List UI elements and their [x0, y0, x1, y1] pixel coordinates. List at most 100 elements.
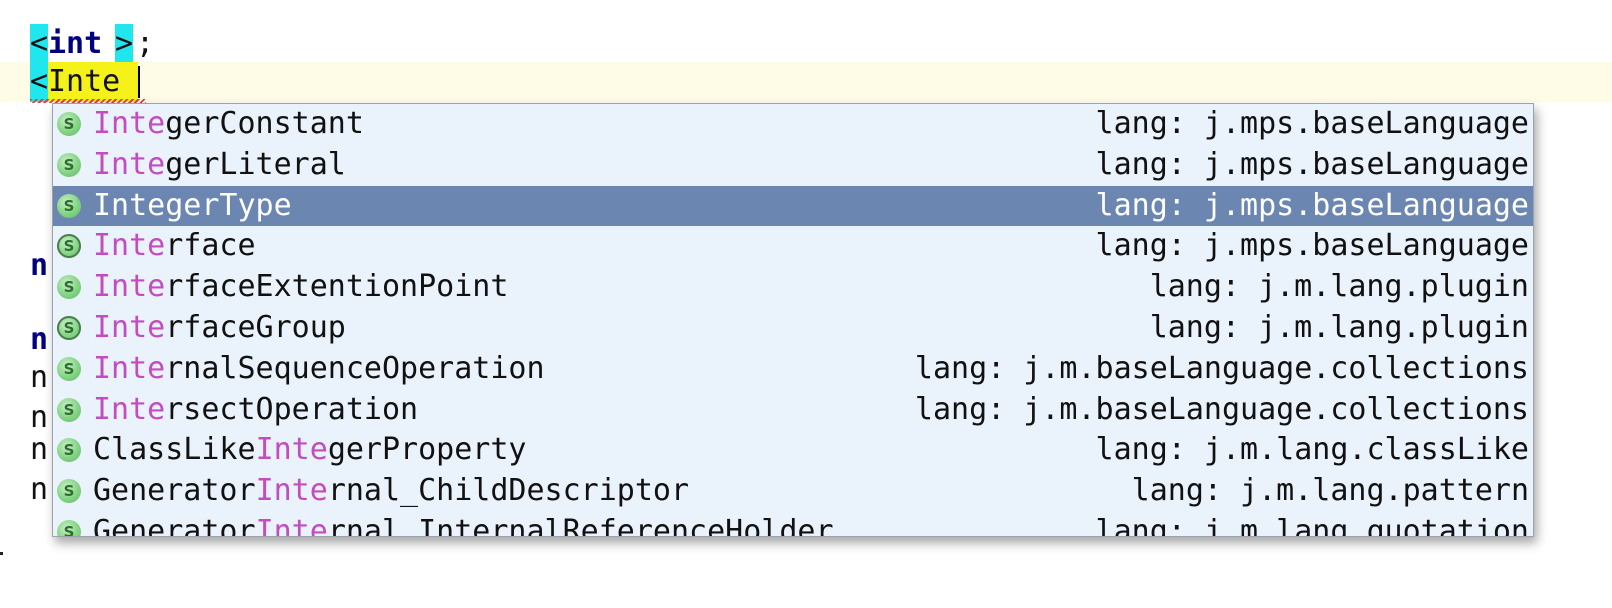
- name-match: Inte: [255, 513, 328, 537]
- language-name: j.mps.baseLanguage: [1203, 187, 1529, 223]
- language-prefix: lang:: [914, 391, 1024, 427]
- completion-item-name: InternalSequenceOperation: [93, 349, 545, 390]
- name-match: Inte: [93, 309, 166, 345]
- concept-icon: S: [57, 479, 81, 504]
- hidden-code-char: n: [30, 360, 49, 395]
- name-match: Inte: [93, 106, 166, 141]
- open-angle-bracket: <: [30, 62, 49, 102]
- name-match: Inte: [93, 187, 166, 223]
- name-match: Inte: [255, 473, 328, 509]
- completion-item-name: IntegerConstant: [93, 104, 364, 145]
- completion-item[interactable]: S InternalSequenceOperation lang: j.m.base…: [53, 349, 1533, 390]
- name-match: Inte: [255, 432, 328, 468]
- name-prefix: ClassLike: [93, 432, 256, 468]
- completion-item-name: InterfaceExtentionPoint: [93, 267, 508, 308]
- completion-item-language: lang: j.m.lang.quotation: [1095, 512, 1529, 537]
- language-name: j.m.baseLanguage.collections: [1023, 391, 1529, 427]
- concept-icon: S: [57, 234, 81, 259]
- hidden-code-char: n: [30, 400, 49, 435]
- language-prefix: lang:: [1149, 309, 1259, 345]
- completion-item-name: GeneratorInternal_InternalReferenceHolde…: [93, 512, 834, 537]
- name-rest: rnal_ChildDescriptor: [327, 473, 690, 509]
- completion-item-name: GeneratorInternal_ChildDescriptor: [93, 471, 689, 512]
- name-prefix: Generator: [93, 473, 256, 509]
- name-rest: rsectOperation: [165, 391, 419, 427]
- concept-icon: S: [57, 275, 81, 300]
- hidden-code-char: n: [30, 432, 49, 467]
- name-match: Inte: [93, 350, 166, 386]
- language-name: j.mps.baseLanguage: [1203, 146, 1529, 182]
- language-name: j.m.lang.plugin: [1258, 309, 1529, 345]
- language-name: j.m.lang.quotation: [1203, 513, 1529, 537]
- completion-item[interactable]: S GeneratorInternal_InternalReferenceHold…: [53, 512, 1533, 537]
- name-rest: gerConstant: [165, 106, 364, 141]
- completion-item[interactable]: S IntegerConstant lang: j.mps.baseLanguage: [53, 104, 1533, 145]
- typed-text: Inte: [48, 62, 138, 102]
- concept-icon: S: [57, 152, 81, 177]
- language-name: j.m.lang.classLike: [1203, 432, 1529, 468]
- completion-item-language: lang: j.mps.baseLanguage: [1096, 226, 1529, 267]
- language-prefix: lang:: [1095, 187, 1204, 223]
- name-match: Inte: [93, 146, 166, 182]
- close-angle-bracket: >: [115, 24, 134, 64]
- completion-item[interactable]: S GeneratorInternal_ChildDescriptor lang: …: [53, 471, 1533, 512]
- name-rest: gerLiteral: [165, 146, 346, 182]
- language-prefix: lang:: [1149, 269, 1259, 305]
- completion-item-language: lang: j.m.lang.pattern: [1132, 471, 1529, 512]
- language-prefix: lang:: [1095, 228, 1204, 264]
- language-name: j.m.lang.plugin: [1258, 269, 1529, 305]
- hidden-code-char: n: [30, 248, 49, 283]
- completion-item-name: InterfaceGroup: [93, 308, 346, 349]
- language-prefix: lang:: [1095, 513, 1204, 537]
- name-rest: rnalSequenceOperation: [165, 350, 545, 386]
- language-name: j.mps.baseLanguage: [1203, 106, 1529, 141]
- semicolon: ;: [136, 26, 155, 61]
- completion-item-language: lang: j.mps.baseLanguage: [1096, 145, 1529, 186]
- name-rest: gerType: [165, 187, 292, 223]
- concept-icon: S: [57, 193, 81, 218]
- completion-item[interactable]: S InterfaceExtentionPoint lang: j.m.lang.p…: [53, 267, 1533, 308]
- concept-icon: S: [57, 397, 81, 422]
- name-rest: rface: [165, 228, 256, 264]
- completion-item[interactable]: S Interface lang: j.mps.baseLanguage: [53, 226, 1533, 267]
- completion-item-language: lang: j.m.baseLanguage.collections: [915, 349, 1529, 390]
- name-rest: rfaceGroup: [165, 309, 346, 345]
- concept-icon: S: [57, 519, 81, 536]
- name-rest: gerProperty: [327, 432, 527, 468]
- completion-item[interactable]: S IntersectOperation lang: j.m.baseLanguag…: [53, 390, 1533, 431]
- concept-icon: S: [57, 112, 81, 136]
- name-match: Inte: [93, 228, 166, 264]
- language-name: j.m.lang.pattern: [1240, 473, 1529, 509]
- completion-item-language: lang: j.m.lang.plugin: [1150, 267, 1529, 308]
- completion-item-name: Interface: [93, 226, 256, 267]
- completion-item-language: lang: j.mps.baseLanguage: [1096, 104, 1529, 145]
- language-prefix: lang:: [1095, 106, 1204, 141]
- concept-icon: S: [57, 356, 81, 381]
- name-rest: rfaceExtentionPoint: [165, 269, 509, 305]
- language-prefix: lang:: [1095, 146, 1204, 182]
- code-line-1[interactable]: < int > ;: [0, 24, 1612, 64]
- code-line-2[interactable]: < Inte: [0, 62, 1612, 102]
- open-angle-bracket: <: [30, 24, 49, 64]
- completion-item[interactable]: S IntegerLiteral lang: j.mps.baseLanguage: [53, 145, 1533, 186]
- name-match: Inte: [93, 269, 166, 305]
- completion-item-name: ClassLikeIntegerProperty: [93, 430, 527, 471]
- language-prefix: lang:: [1095, 432, 1204, 468]
- completion-item[interactable]: S IntegerType lang: j.mps.baseLanguage: [53, 185, 1533, 227]
- completion-item-language: lang: j.m.baseLanguage.collections: [915, 390, 1529, 431]
- text-caret: [138, 66, 140, 98]
- name-prefix: Generator: [93, 513, 256, 537]
- int-keyword: int: [48, 26, 103, 61]
- language-name: j.m.baseLanguage.collections: [1023, 350, 1529, 386]
- completion-item-language: lang: j.m.lang.plugin: [1150, 308, 1529, 349]
- hidden-code-char: n: [30, 322, 49, 357]
- completion-item-name: IntegerLiteral: [93, 145, 346, 186]
- completion-item-language: lang: j.m.lang.classLike: [1096, 430, 1529, 471]
- name-match: Inte: [93, 391, 166, 427]
- language-prefix: lang:: [1131, 473, 1241, 509]
